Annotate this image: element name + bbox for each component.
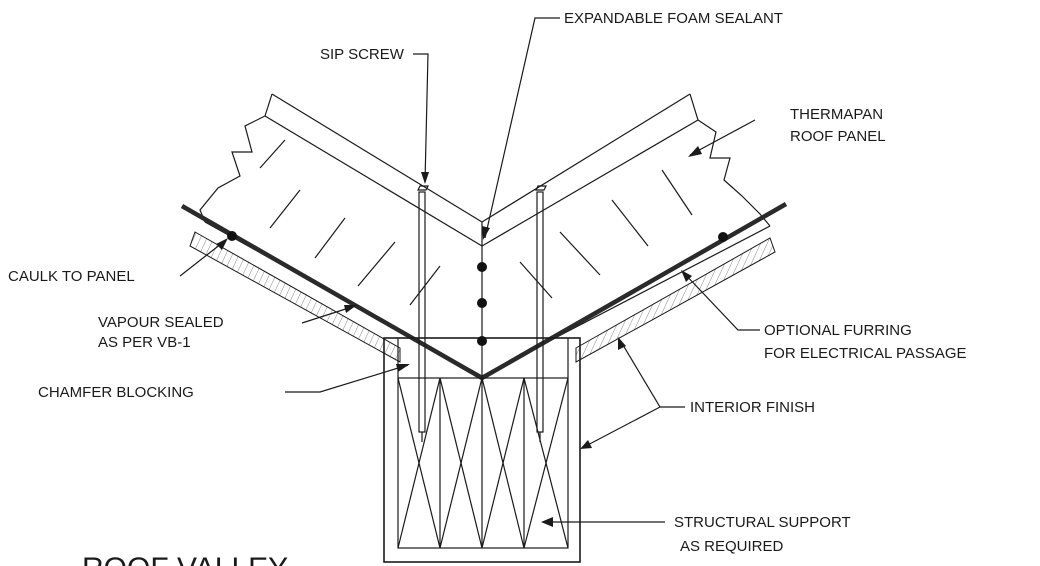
label-vapour-2: AS PER VB-1: [98, 334, 191, 351]
label-interior: INTERIOR FINISH: [690, 399, 815, 416]
leader-foam-sealant: [484, 17, 560, 239]
beam-x-hatching: [397, 377, 569, 549]
label-roof-panel-1: THERMAPAN: [790, 106, 883, 123]
diagram-title: ROOF VALLEY: [82, 552, 288, 566]
leader-furring: [682, 271, 760, 331]
leader-chamfer: [285, 364, 409, 393]
foam-dot-2: [477, 298, 487, 308]
label-structural-2: AS REQUIRED: [680, 538, 784, 555]
sip-screw-left: [417, 185, 429, 442]
caulk-dot-right: [718, 232, 728, 242]
label-sip-screw: SIP SCREW: [320, 46, 405, 63]
label-furring-1: OPTIONAL FURRING: [764, 322, 912, 339]
leader-lines: [179, 17, 760, 527]
left-panel-top-inner: [264, 115, 483, 247]
left-panel-top-outer: [271, 93, 483, 223]
right-furring-strip: [575, 237, 776, 363]
right-break-line: [689, 93, 771, 227]
leader-roof-panel: [689, 119, 756, 156]
label-roof-panel-2: ROOF PANEL: [790, 128, 886, 145]
left-foam-hatch: [259, 139, 441, 306]
label-caulk: CAULK TO PANEL: [8, 268, 135, 285]
label-chamfer: CHAMFER BLOCKING: [38, 384, 194, 401]
sip-screw-right: [535, 185, 547, 442]
right-foam-hatch: [519, 169, 693, 299]
label-vapour-1: VAPOUR SEALED: [98, 314, 224, 331]
leader-sip-screw: [413, 53, 429, 183]
foam-dot-3: [477, 336, 487, 346]
leader-interior-2: [581, 406, 661, 449]
label-furring-2: FOR ELECTRICAL PASSAGE: [764, 345, 967, 362]
beam-inner: [397, 377, 569, 549]
foam-dot-1: [477, 262, 487, 272]
caulk-dot-left: [227, 231, 237, 241]
right-panel-top-outer: [481, 93, 691, 223]
left-furring-strip: [189, 231, 401, 363]
right-panel-top-inner: [481, 119, 699, 247]
leader-interior-1: [619, 339, 685, 408]
label-foam-sealant: EXPANDABLE FOAM SEALANT: [564, 10, 783, 27]
left-break-line: [199, 93, 273, 223]
label-structural-1: STRUCTURAL SUPPORT: [674, 514, 851, 531]
structural-beam: [383, 337, 581, 563]
left-roof-panel: [199, 93, 483, 377]
